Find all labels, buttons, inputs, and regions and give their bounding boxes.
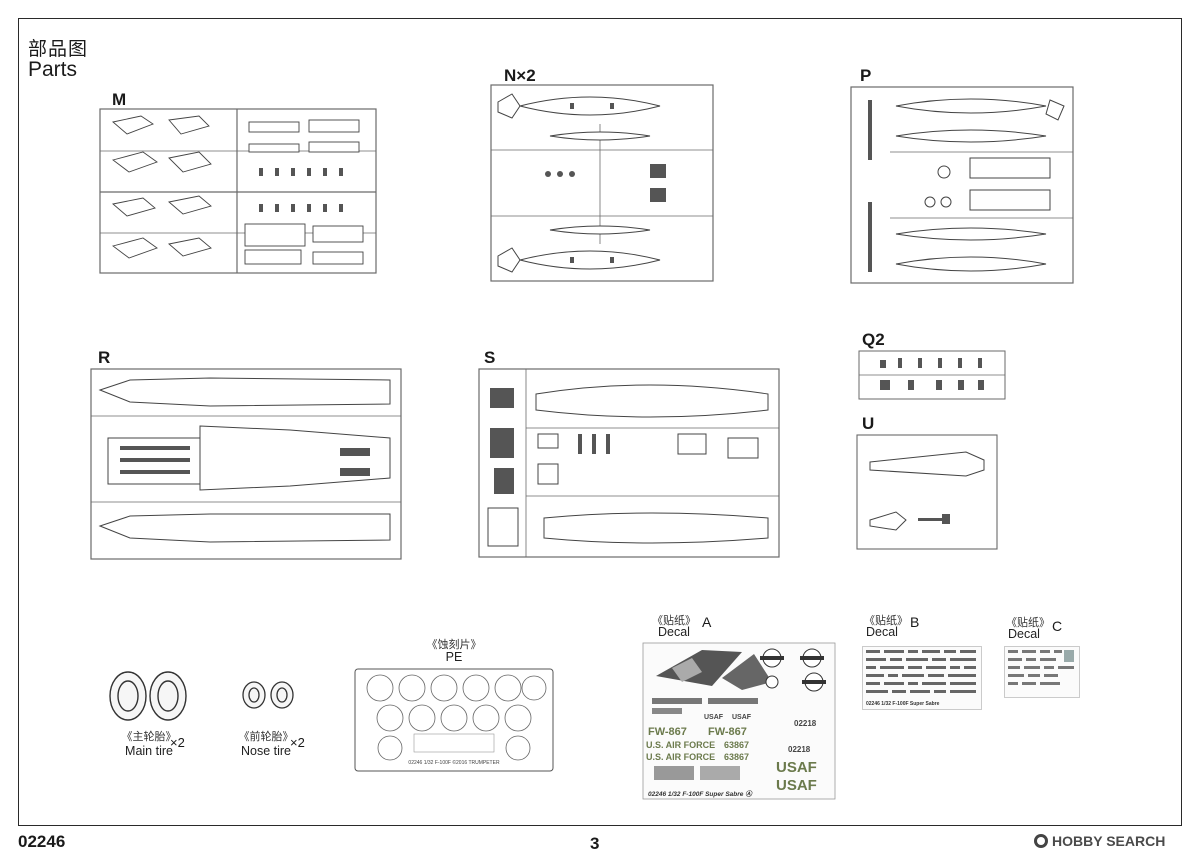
pe-label-cn: 《蚀刻片》 (426, 639, 482, 651)
decal-a-af-2: U.S. AIR FORCE (646, 752, 715, 762)
sprue-label-s: S (484, 348, 496, 367)
decal-a-big-1: USAF (776, 759, 817, 776)
decal-a-bottom: 02246 1/32 F-100F Super Sabre Ⓐ (648, 790, 753, 798)
decal-a-n2: 63867 (724, 752, 749, 762)
sprue-label-r: R (98, 348, 111, 367)
sprue-label-u: U (862, 414, 875, 433)
decal-a-big-2: USAF (776, 777, 817, 794)
pe-label-en: PE (445, 650, 463, 664)
decal-a-sheet: USAF USAF FW-867 FW-867 U.S. AIR FORCE 6… (642, 642, 836, 800)
main-tire-drawing (109, 671, 187, 721)
decal-c-en: Decal (1008, 627, 1040, 641)
nose-tire-drawing (242, 681, 294, 709)
decal-a-n3: 02218 (788, 745, 811, 754)
main-tire-qty: ×2 (170, 735, 185, 750)
main-tire-cn: 《主轮胎》 (121, 731, 177, 743)
sprue-label-m: M (112, 90, 127, 109)
watermark-text: HOBBY SEARCH (1052, 833, 1166, 849)
decal-b-letter: B (910, 614, 920, 630)
decal-c-letter: C (1052, 618, 1063, 634)
sprue-label-n: N×2 (504, 66, 536, 85)
page-number: 3 (590, 834, 600, 853)
sprue-label-q2: Q2 (862, 330, 885, 349)
sprue-m-drawing (99, 108, 377, 274)
sprue-p-drawing (850, 86, 1074, 284)
pe-sheet-text: 02246 1/32 F-100F ©2016 TRUMPETER (408, 759, 500, 766)
watermark: HOBBY SEARCH (1034, 833, 1165, 849)
sprue-q2-drawing (858, 350, 1006, 400)
main-tire-en: Main tire (125, 744, 173, 758)
pe-sheet-drawing: 02246 1/32 F-100F ©2016 TRUMPETER (354, 668, 554, 772)
decal-a-usaf-2: USAF (732, 714, 752, 721)
sprue-u-drawing (856, 434, 998, 550)
decal-a-usaf-1: USAF (704, 714, 724, 721)
decal-a-af-1: U.S. AIR FORCE (646, 740, 715, 750)
decal-b-sheet: 02246 1/32 F-100F Super Sabre (862, 646, 982, 710)
watermark-logo-icon (1034, 834, 1048, 848)
title-english: Parts (28, 58, 78, 81)
nose-tire-qty: ×2 (290, 735, 305, 750)
decal-a-cn: 《贴纸》 (652, 615, 696, 627)
sprue-r-drawing (90, 368, 402, 560)
decal-a-n1: 63867 (724, 740, 749, 750)
sprue-s-drawing (478, 368, 780, 558)
decal-b-bottom: 02246 1/32 F-100F Super Sabre (866, 701, 940, 707)
sprue-n-drawing (490, 84, 714, 282)
decal-b-cn: 《贴纸》 (864, 615, 908, 627)
sprue-label-p: P (860, 66, 872, 85)
decal-a-fw-2: FW-867 (708, 726, 747, 738)
footer-product-code: 02246 (18, 832, 66, 851)
decal-a-en: Decal (658, 625, 690, 639)
nose-tire-en: Nose tire (240, 744, 292, 758)
decal-c-cn: 《贴纸》 (1006, 617, 1050, 629)
decal-a-fw-1: FW-867 (648, 726, 687, 738)
decal-c-sheet (1004, 646, 1080, 698)
nose-tire-cn: 《前轮胎》 (238, 731, 294, 743)
decal-a-letter: A (702, 614, 712, 630)
decal-b-en: Decal (866, 625, 898, 639)
decal-a-n4: 02218 (794, 719, 817, 728)
title-chinese: 部品图 (28, 39, 89, 60)
page-frame (18, 18, 1182, 826)
